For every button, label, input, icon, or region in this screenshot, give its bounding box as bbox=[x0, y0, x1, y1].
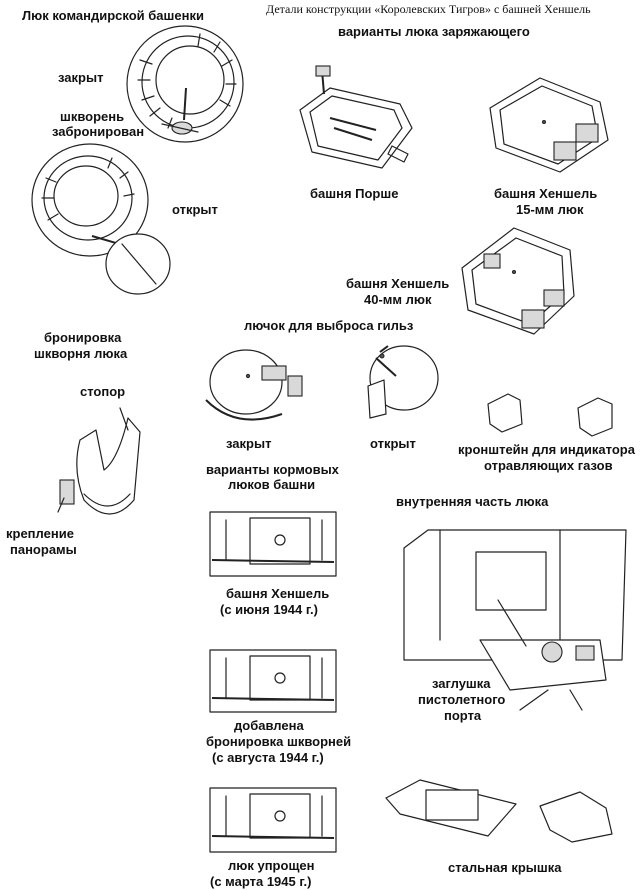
loader-hatch-porsche-drawing bbox=[299, 65, 413, 169]
loader-hatch-henschel15-line2: 15-мм люк bbox=[516, 202, 584, 217]
pintle-armor-title-line2: шкворня люка bbox=[34, 346, 128, 361]
shell-ejection-closed-label: закрыт bbox=[226, 436, 272, 451]
shell-ejection-title: лючок для выброса гильз bbox=[244, 318, 414, 333]
commander-hatch-title: Люк командирской башенки bbox=[22, 8, 204, 23]
commander-pintle-label-line1: шкворень bbox=[60, 109, 125, 124]
pintle-armor-drawing bbox=[57, 407, 141, 515]
loader-hatch-henschel40-line1: башня Хеншель bbox=[346, 276, 450, 291]
commander-hatch-closed-drawing bbox=[126, 25, 244, 143]
loader-hatch-henschel40-line2: 40-мм люк bbox=[364, 292, 432, 307]
rear-hatch-v3-line1: люк упрощен bbox=[228, 858, 315, 873]
pistol-port-plug-line3: порта bbox=[444, 708, 482, 723]
commander-hatch-open-label: открыт bbox=[172, 202, 218, 217]
commander-hatch-open-drawing bbox=[31, 143, 171, 295]
commander-pintle-label-line2: забронирован bbox=[52, 124, 145, 139]
gas-indicator-line2: отравляющих газов bbox=[484, 458, 613, 473]
steel-cover-drawing bbox=[385, 779, 613, 843]
rear-hatch-march-1945-drawing bbox=[209, 787, 337, 853]
rear-hatch-v1-line2: (с июня 1944 г.) bbox=[220, 602, 318, 617]
pistol-port-plug-line2: пистолетного bbox=[418, 692, 506, 707]
rear-hatch-v2-line1: добавлена bbox=[234, 718, 304, 733]
panorama-mount-line2: панорамы bbox=[10, 542, 77, 557]
gas-indicator-line1: кронштейн для индикатора bbox=[458, 442, 635, 457]
gas-indicator-bracket-drawing bbox=[487, 393, 613, 437]
rear-hatch-june-1944-drawing bbox=[209, 511, 337, 577]
loader-hatch-title: варианты люка заряжающего bbox=[338, 24, 530, 39]
rear-hatch-v2-line2: бронировка шкворней bbox=[206, 734, 352, 749]
shell-ejection-open-label: открыт bbox=[370, 436, 416, 451]
loader-hatch-porsche-label: башня Порше bbox=[310, 186, 399, 201]
commander-hatch-closed-label: закрыт bbox=[58, 70, 104, 85]
shell-ejection-port-closed-drawing bbox=[205, 349, 303, 421]
rear-hatches-title-line1: варианты кормовых bbox=[206, 462, 339, 477]
pistol-port-plug-line1: заглушка bbox=[432, 676, 491, 691]
loader-hatch-henschel-40mm-drawing bbox=[461, 227, 575, 335]
page-header-title: Детали конструкции «Королевских Тигров» … bbox=[266, 2, 591, 16]
pintle-armor-title-line1: бронировка bbox=[44, 330, 122, 345]
rear-hatch-v1-line1: башня Хеншель bbox=[226, 586, 330, 601]
rear-hatches-title-line2: люков башни bbox=[228, 477, 316, 492]
inner-hatch-drawing bbox=[403, 529, 627, 711]
shell-ejection-port-open-drawing bbox=[367, 345, 439, 419]
steel-cover-label: стальная крышка bbox=[448, 860, 562, 875]
loader-hatch-henschel-15mm-drawing bbox=[489, 77, 609, 173]
rear-hatch-v3-line2: (с марта 1945 г.) bbox=[210, 874, 312, 889]
pintle-stopper-label: стопор bbox=[80, 384, 126, 399]
rear-hatch-august-1944-drawing bbox=[209, 649, 337, 713]
rear-hatch-v2-line3: (с августа 1944 г.) bbox=[212, 750, 324, 765]
panorama-mount-line1: крепление bbox=[6, 526, 74, 541]
inner-hatch-title: внутренняя часть люка bbox=[396, 494, 549, 509]
loader-hatch-henschel15-line1: башня Хеншель bbox=[494, 186, 598, 201]
